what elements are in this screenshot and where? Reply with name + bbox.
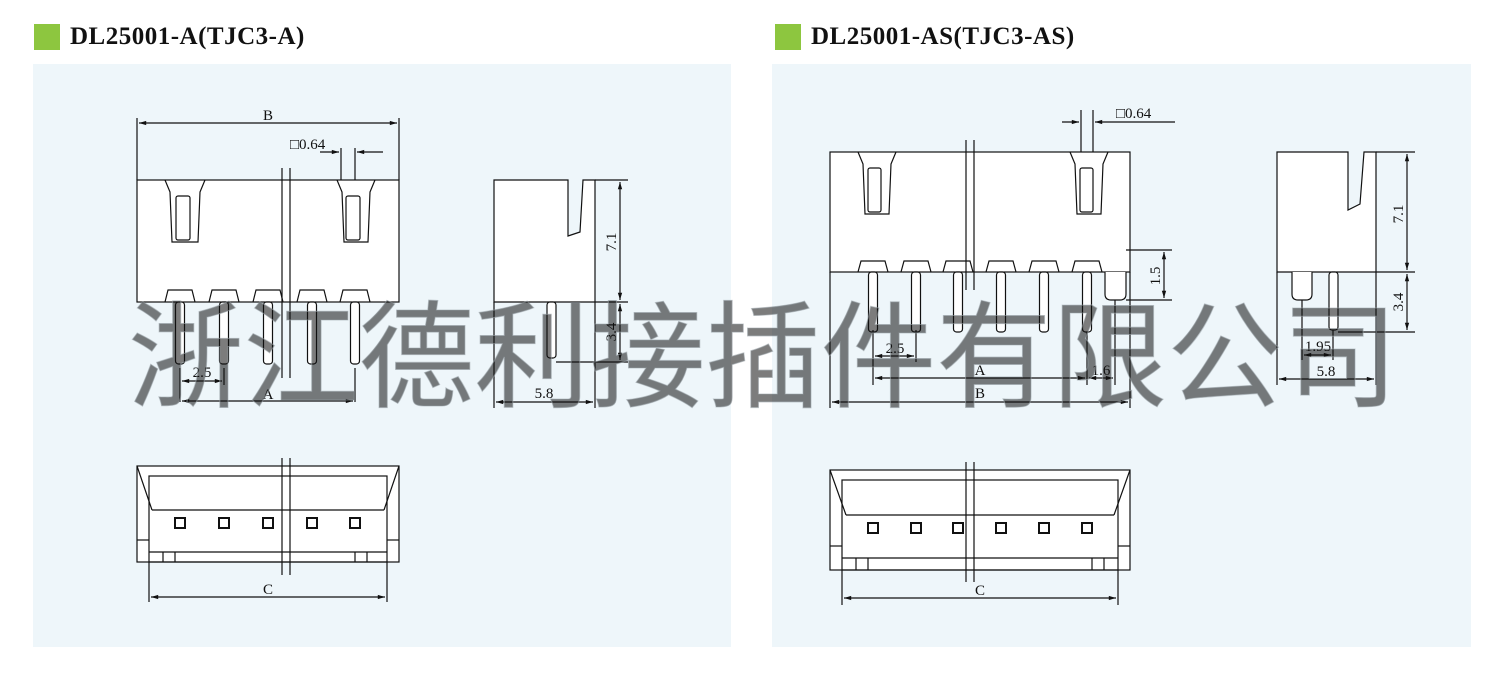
right-pin-hole: [867, 522, 879, 534]
right-pin-hole: [1081, 522, 1093, 534]
right-dim-h1: 7.1: [1391, 205, 1407, 224]
right-dim-A: A: [975, 363, 986, 379]
right-dim-h2: 3.4: [1391, 292, 1407, 311]
left-title: DL25001-A(TJC3-A): [70, 23, 305, 50]
right-pin-hole: [910, 522, 922, 534]
left-front-view: [136, 118, 400, 404]
left-dim-A: A: [263, 387, 274, 403]
right-top-view: [829, 462, 1131, 605]
right-dim-B: B: [975, 386, 985, 402]
left-pin-size: □0.64: [290, 137, 326, 153]
right-dim-pitch: 2.5: [886, 341, 905, 357]
green-square-icon: [775, 24, 801, 50]
right-pin-hole: [952, 522, 964, 534]
left-pin: [296, 289, 328, 365]
right-side-view: [1276, 151, 1415, 385]
right-pin-hole: [995, 522, 1007, 534]
right-dim-C: C: [975, 583, 985, 599]
left-side-view: [493, 179, 628, 408]
right-dim-depth: 5.8: [1317, 364, 1336, 380]
right-pin: [1028, 260, 1060, 333]
right-title: DL25001-AS(TJC3-AS): [811, 23, 1075, 50]
left-pin: [339, 289, 371, 365]
left-dim-B: B: [263, 108, 273, 124]
right-dim-pin-offset: 1.95: [1305, 339, 1331, 355]
left-pin-hole: [306, 517, 318, 529]
left-pin-hole: [218, 517, 230, 529]
right-pin-size: □0.64: [1116, 106, 1152, 122]
left-pin-hole: [349, 517, 361, 529]
right-dim-h3: 1.5: [1148, 267, 1164, 286]
right-header: DL25001-AS(TJC3-AS): [775, 22, 1075, 52]
right-pin-hole: [1038, 522, 1050, 534]
right-front-view: [829, 110, 1175, 408]
left-pin-hole: [262, 517, 274, 529]
watermark-text: 浙江德利接插件有限公司: [128, 291, 1398, 420]
green-square-icon: [34, 24, 60, 50]
right-pin: [942, 260, 974, 333]
left-dim-h2: 3.4: [604, 322, 620, 341]
right-top-holes: [867, 522, 1093, 534]
right-pin: [985, 260, 1017, 333]
right-pins: [857, 260, 1103, 333]
left-pin: [252, 289, 284, 365]
right-dim-offset: 1.6: [1092, 363, 1111, 379]
left-pin-hole: [174, 517, 186, 529]
left-pin: [208, 289, 240, 365]
left-header: DL25001-A(TJC3-A): [34, 22, 305, 52]
left-dim-depth: 5.8: [535, 386, 554, 402]
watermark: 浙江德利接插件有限公司: [127, 290, 1398, 420]
left-dim-pitch: 2.5: [193, 365, 212, 381]
left-top-view: [136, 458, 400, 602]
left-pin: [164, 289, 196, 365]
left-dim-h1: 7.1: [604, 233, 620, 252]
left-top-holes: [174, 517, 361, 529]
left-pins: [164, 289, 371, 365]
left-dim-C: C: [263, 582, 273, 598]
